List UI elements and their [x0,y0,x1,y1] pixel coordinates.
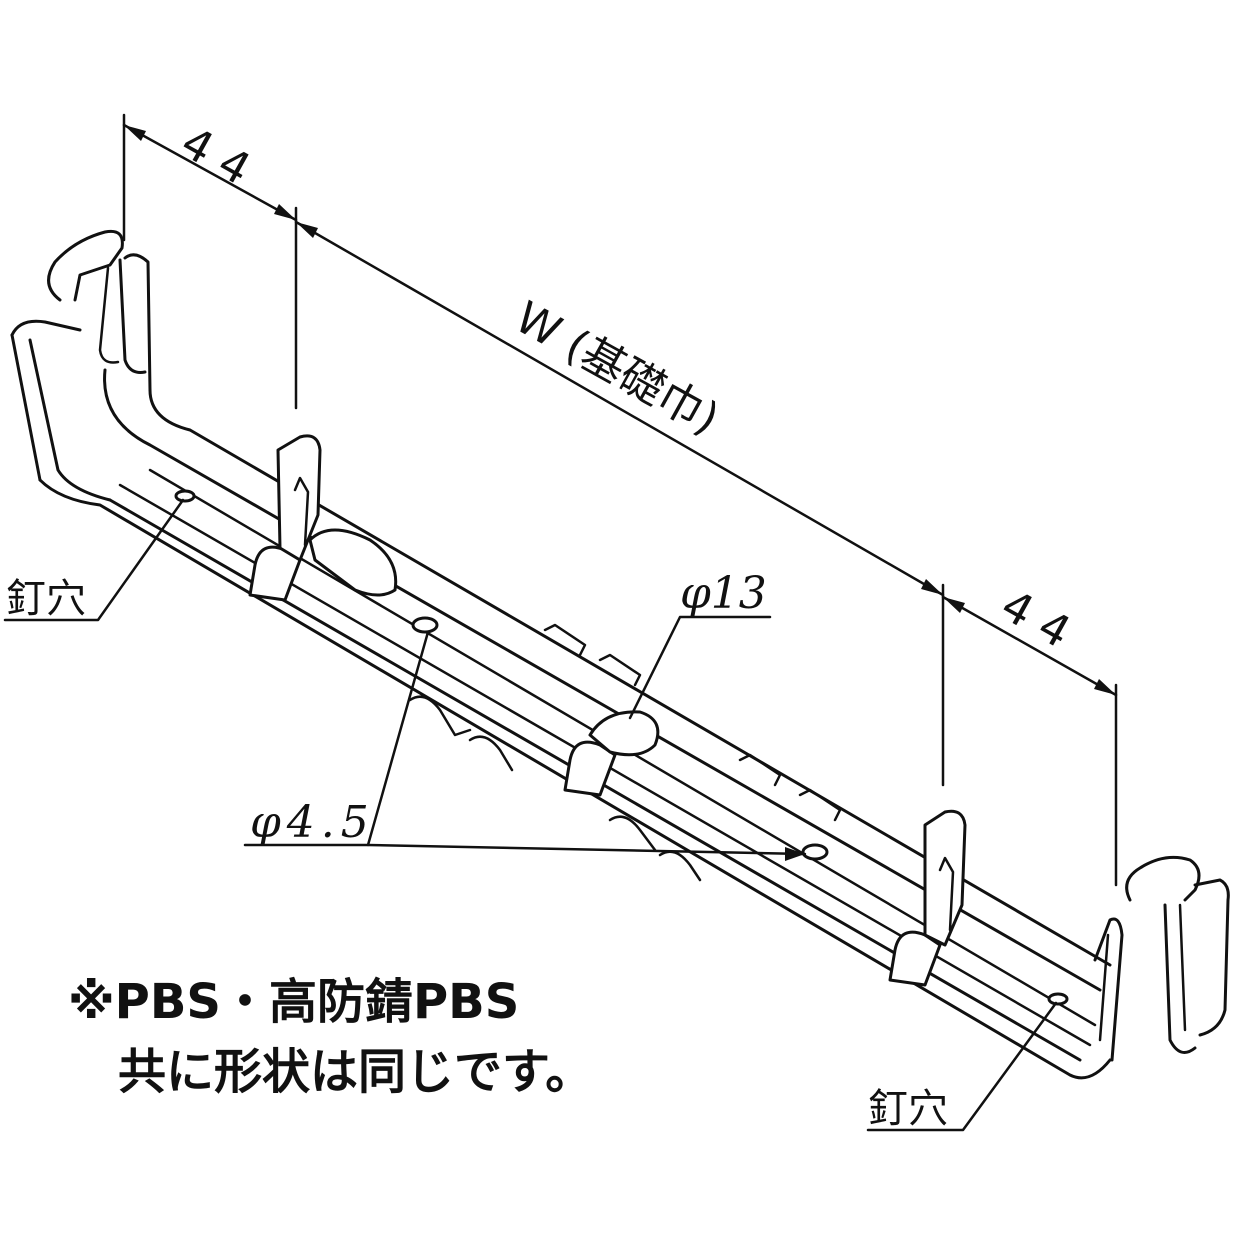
nail-hole-right [1047,992,1069,1006]
note-line-2: 共に形状は同じです。 [118,1044,593,1100]
nail-hole-left [174,489,196,503]
dim-left-44: 44 [173,117,271,202]
small-hole-2 [801,843,829,861]
nail-hole-label-left: 釘穴 [6,576,86,622]
holes [174,489,1069,1006]
front-notches [408,623,842,882]
large-hole [588,710,660,757]
dimension-lines [122,113,1118,887]
note-line-1: ※PBS・高防錆PBS [68,974,519,1030]
small-hole-1 [411,616,439,634]
dim-hole-13: φ13 [680,568,767,619]
posts [276,434,967,947]
nail-hole-label-right: 釘穴 [868,1086,948,1132]
leader-lines [3,498,1058,1132]
rolled-saddles [248,528,942,987]
dim-hole-4-5: φ4.5 [250,797,375,848]
dim-width-w: W (基礎巾) [507,292,727,445]
